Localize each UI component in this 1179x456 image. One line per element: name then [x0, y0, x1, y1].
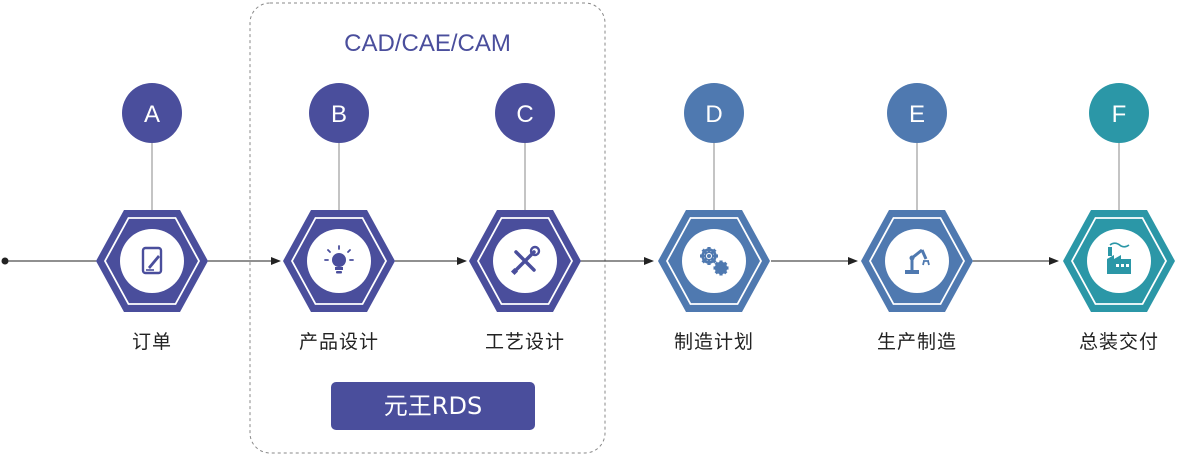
- step-label: 总装交付: [1078, 331, 1159, 353]
- process-step-d: D: [658, 83, 770, 312]
- process-step-e: E: [861, 83, 973, 312]
- step-letter: A: [144, 101, 160, 128]
- step-letter: B: [331, 101, 347, 128]
- step-icon-circle: [120, 229, 184, 293]
- step-letter-circle: [684, 83, 744, 143]
- step-letter-circle: [309, 83, 369, 143]
- step-letter-circle: [887, 83, 947, 143]
- process-step-b: B: [283, 83, 395, 312]
- step-letter-circle: [122, 83, 182, 143]
- step-letter: E: [909, 101, 925, 128]
- step-hexagon-inner-border: [868, 217, 966, 305]
- step-label: 工艺设计: [484, 331, 565, 353]
- step-label: 产品设计: [298, 331, 379, 353]
- step-letter-circle: [495, 83, 555, 143]
- step-hexagon-inner-border: [1070, 217, 1168, 305]
- lightbulb-icon: [324, 245, 354, 274]
- step-hexagon-inner-border: [665, 217, 763, 305]
- step-hexagon-inner-border: [103, 217, 201, 305]
- step-hexagon-inner-border: [476, 217, 574, 305]
- step-hexagon-inner-border: [290, 217, 388, 305]
- step-label: 制造计划: [673, 331, 754, 353]
- factory-icon: [1107, 242, 1131, 274]
- step-letter-circle: [1089, 83, 1149, 143]
- process-step-f: F: [1063, 83, 1175, 312]
- product-badge: 元王RDS: [331, 382, 535, 430]
- process-step-c: C: [469, 83, 581, 312]
- step-label: 订单: [131, 331, 172, 353]
- group-title: CAD/CAE/CAM: [344, 30, 511, 57]
- wrench-screwdriver-icon: [510, 245, 541, 276]
- process-step-a: A: [96, 83, 208, 312]
- step-label: 生产制造: [876, 331, 957, 353]
- step-letter: C: [516, 101, 533, 128]
- step-letter: D: [705, 101, 722, 128]
- cad-cae-cam-group-box: [249, 2, 606, 454]
- step-icon-circle: [885, 229, 949, 293]
- robot-arm-icon: [905, 248, 930, 274]
- gears-icon: [700, 247, 729, 276]
- tablet-pen-icon: [141, 246, 163, 275]
- step-letter: F: [1112, 101, 1127, 128]
